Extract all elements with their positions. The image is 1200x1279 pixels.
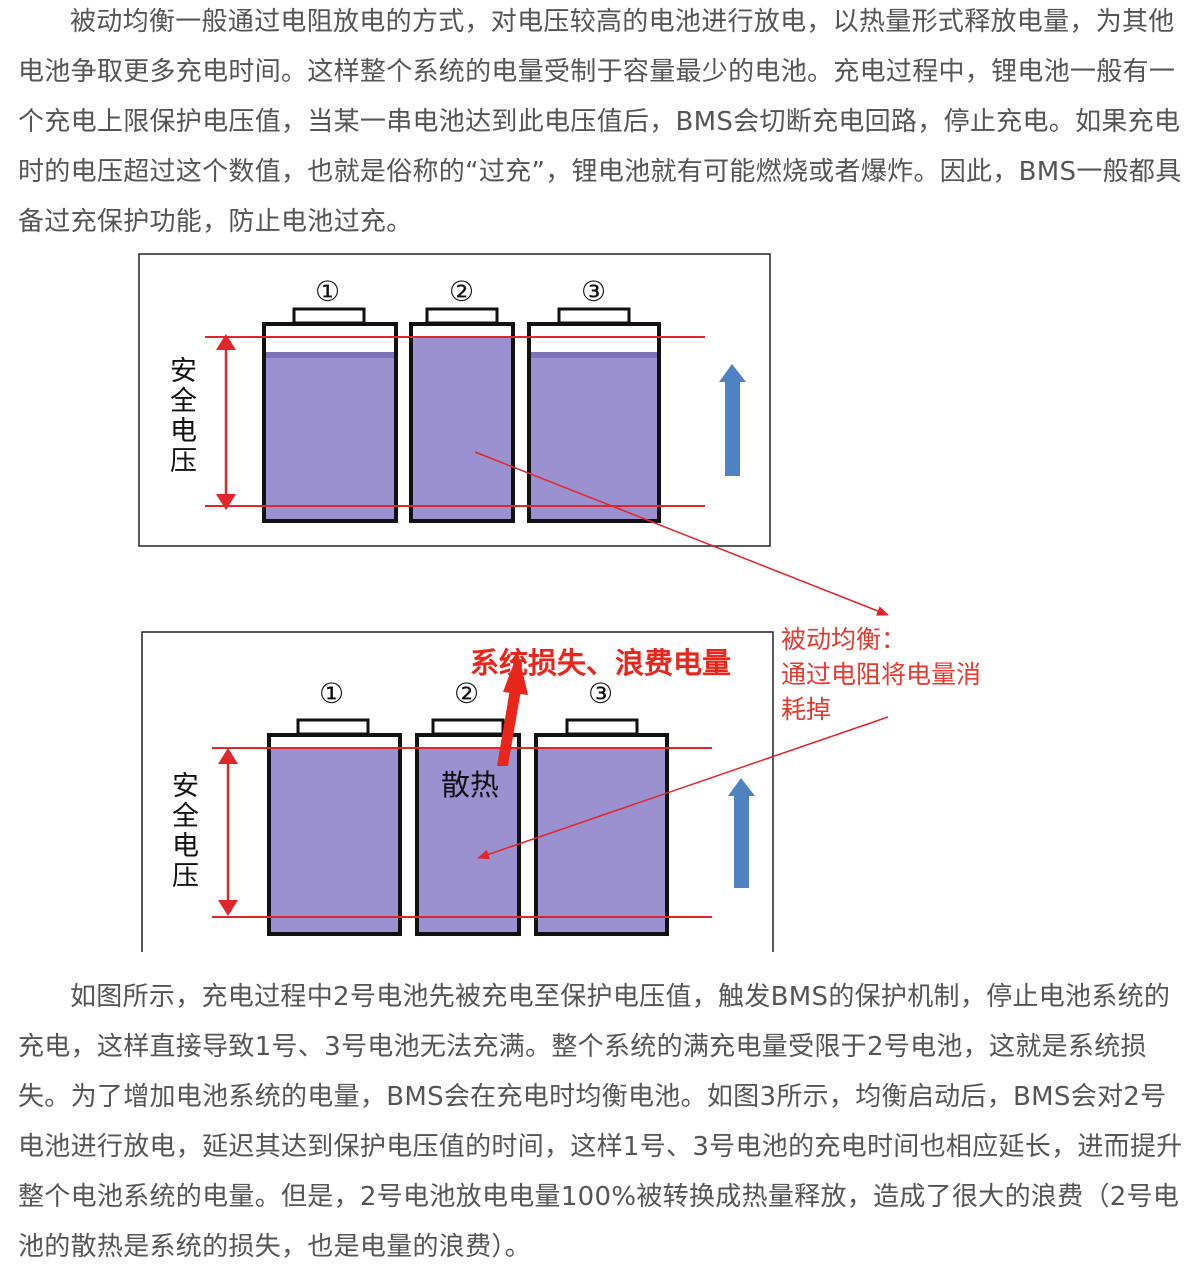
bottom-safe-voltage-label: 安 全 电 压 — [172, 771, 199, 892]
passive-balancing-callout: 被动均衡： 通过电阻将电量消 耗掉 — [781, 625, 981, 724]
callout-arrow-to-text — [474, 451, 889, 616]
top-safe-voltage-label: 安 全 电 压 — [170, 356, 197, 477]
bottom-battery-1: ① — [267, 677, 402, 936]
heat-dissipation-label: 散热 — [441, 768, 499, 802]
intro-paragraph: 被动均衡一般通过电阻放电的方式，对电压较高的电池进行放电，以热量形式释放电量，为… — [18, 7, 1182, 237]
system-loss-label: 系统损失、浪费电量 — [470, 646, 731, 680]
bottom-safe-voltage-arrow — [218, 748, 238, 916]
svg-text:电: 电 — [172, 831, 199, 862]
bottom-battery-3-number: ③ — [588, 677, 613, 710]
loss-arrow — [497, 652, 528, 766]
callout-arrow-to-cell — [477, 716, 889, 860]
bottom-diagram: 安 全 电 压 ① ② ③ — [141, 631, 774, 952]
top-battery-2-number: ② — [449, 275, 474, 308]
svg-text:全: 全 — [170, 386, 197, 417]
bottom-battery-3: ③ — [534, 677, 669, 936]
bottom-battery-2: ② — [415, 677, 521, 936]
top-battery-2: ② — [409, 275, 515, 523]
bottom-battery-1-number: ① — [319, 677, 344, 710]
svg-text:安: 安 — [172, 771, 199, 802]
top-battery-1-number: ① — [315, 275, 340, 308]
explanation-paragraph: 如图所示，充电过程中2号电池先被充电至保护电压值，触发BMS的保护机制，停止电池… — [18, 982, 1183, 1262]
svg-text:耗掉: 耗掉 — [781, 695, 831, 724]
svg-text:被动均衡：: 被动均衡： — [781, 625, 906, 654]
top-safe-voltage-arrow — [216, 334, 236, 510]
top-charging-arrow-icon — [719, 364, 746, 476]
svg-text:压: 压 — [172, 861, 199, 892]
top-diagram: 安 全 电 压 ① ② ③ — [138, 253, 771, 547]
bottom-diagram-frame — [141, 631, 774, 952]
top-battery-1: ① — [262, 275, 398, 523]
top-battery-3-number: ③ — [581, 275, 606, 308]
svg-text:安: 安 — [170, 356, 197, 387]
top-battery-3: ③ — [527, 275, 661, 523]
top-diagram-frame — [138, 253, 771, 547]
bottom-charging-arrow-icon — [728, 778, 755, 888]
svg-text:通过电阻将电量消: 通过电阻将电量消 — [781, 660, 981, 689]
svg-text:全: 全 — [172, 801, 199, 832]
svg-text:电: 电 — [170, 416, 197, 447]
bottom-battery-2-number: ② — [454, 677, 479, 710]
svg-text:压: 压 — [170, 446, 197, 477]
